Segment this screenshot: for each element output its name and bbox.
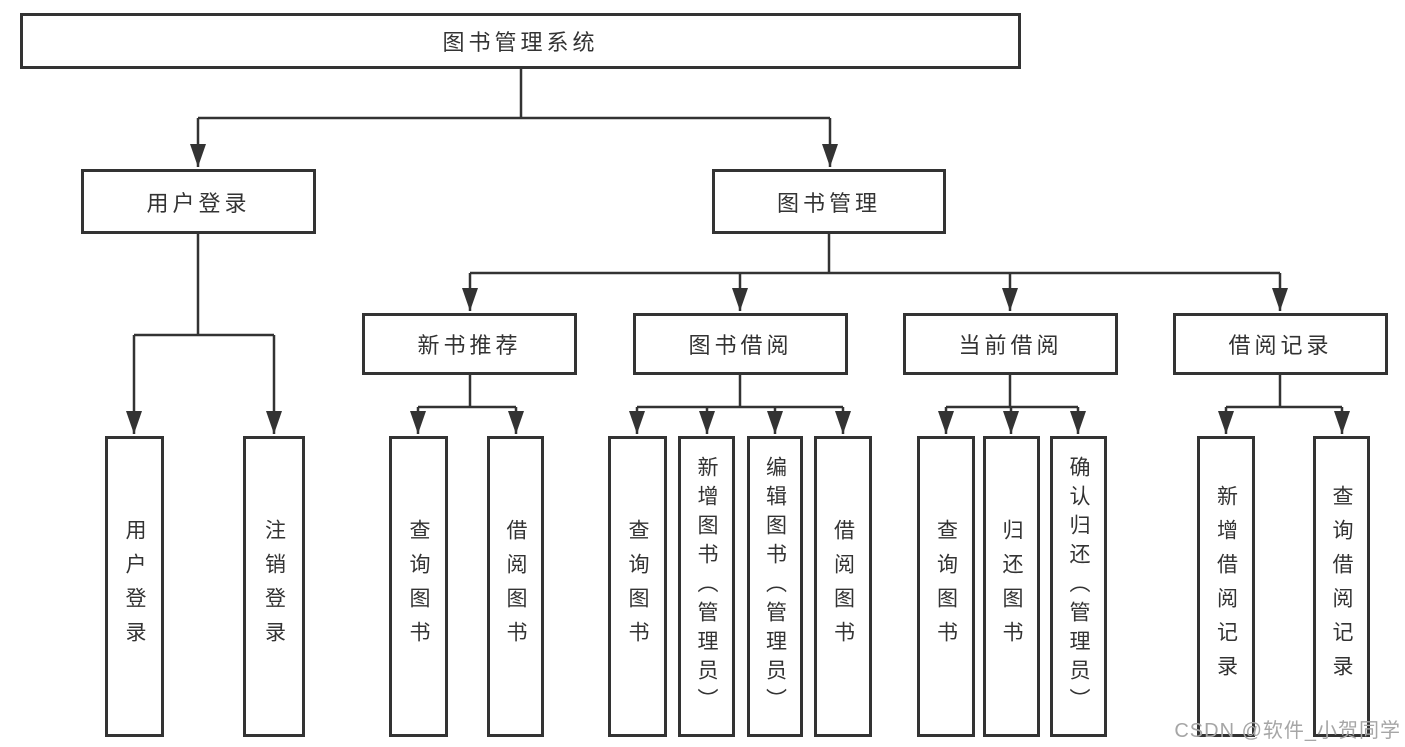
- leaf-label: 借阅图书: [504, 518, 527, 655]
- node-book-borrowing: 图书借阅: [633, 313, 848, 375]
- leaf-borrow-books: 借阅图书: [814, 436, 872, 737]
- leaf-label: 编辑图书（管理员）: [763, 456, 787, 717]
- leaf-label: 新增图书（管理员）: [695, 456, 718, 717]
- leaf-label: 新增借阅记录: [1214, 484, 1238, 689]
- leaf-add-borrow-record: 新增借阅记录: [1197, 436, 1255, 737]
- node-label: 图书借阅: [688, 333, 793, 358]
- leaf-label: 查询借阅记录: [1330, 484, 1353, 689]
- node-new-book-recommendation: 新书推荐: [362, 313, 577, 375]
- node-label: 图书管理系统: [442, 30, 599, 55]
- leaf-logout: 注销登录: [243, 436, 305, 737]
- node-label: 当前借阅: [958, 333, 1063, 358]
- node-book-management: 图书管理: [712, 169, 946, 234]
- leaf-query-borrow-record: 查询借阅记录: [1313, 436, 1370, 737]
- node-current-borrowing: 当前借阅: [903, 313, 1118, 375]
- csdn-watermark: CSDN @软件_小贺同学: [1174, 720, 1401, 742]
- node-label: 图书管理: [776, 190, 881, 216]
- leaf-label: 查询图书: [407, 518, 430, 655]
- leaf-add-books-admin: 新增图书（管理员）: [678, 436, 735, 737]
- node-library-management-system: 图书管理系统: [20, 13, 1021, 69]
- leaf-confirm-return-admin: 确认归还（管理员）: [1050, 436, 1107, 737]
- leaf-query-books-current: 查询图书: [917, 436, 975, 737]
- node-label: 用户登录: [146, 190, 251, 216]
- leaf-borrow-books-recommend: 借阅图书: [487, 436, 544, 737]
- node-borrowing-records: 借阅记录: [1173, 313, 1388, 375]
- leaf-label: 查询图书: [934, 518, 958, 655]
- leaf-query-books-borrowing: 查询图书: [608, 436, 667, 737]
- leaf-label: 查询图书: [626, 518, 649, 655]
- leaf-query-books-recommend: 查询图书: [389, 436, 448, 737]
- leaf-edit-books-admin: 编辑图书（管理员）: [747, 436, 803, 737]
- leaf-user-login: 用户登录: [105, 436, 164, 737]
- node-label: 新书推荐: [417, 333, 522, 358]
- leaf-label: 借阅图书: [831, 518, 855, 655]
- node-user-login: 用户登录: [81, 169, 316, 234]
- leaf-label: 归还图书: [1000, 518, 1023, 655]
- leaf-label: 用户登录: [123, 518, 146, 655]
- leaf-return-books: 归还图书: [983, 436, 1040, 737]
- leaf-label: 确认归还（管理员）: [1067, 456, 1090, 717]
- node-label: 借阅记录: [1228, 333, 1333, 358]
- leaf-label: 注销登录: [262, 518, 286, 655]
